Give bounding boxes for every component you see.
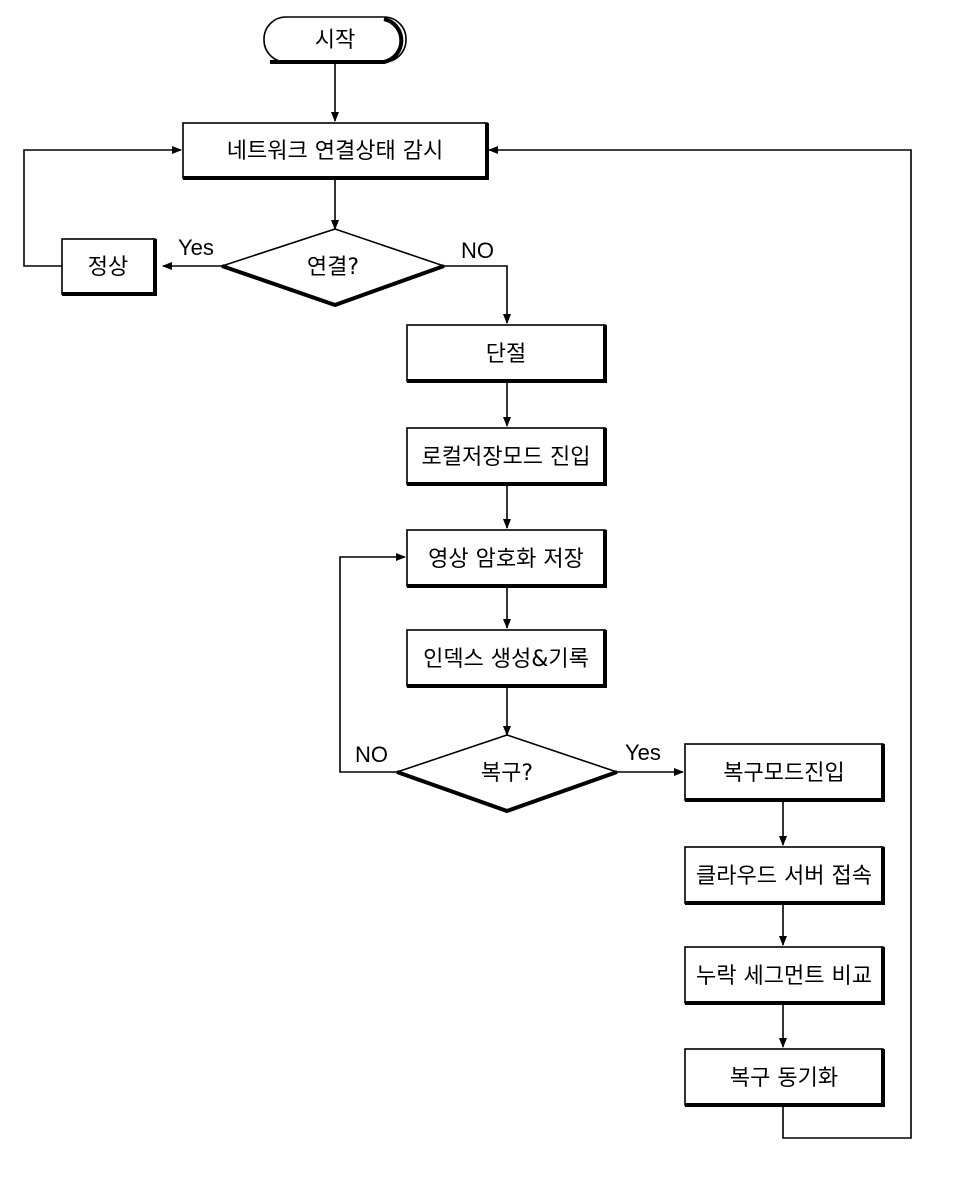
local-mode-label: 로컬저장모드 진입 bbox=[422, 445, 591, 470]
arrow-recover-no-loop bbox=[340, 557, 405, 772]
recover-mode-node: 복구모드진입 bbox=[685, 744, 883, 800]
recover-decision: 복구? bbox=[397, 735, 617, 811]
compare-label: 누락 세그먼트 비교 bbox=[696, 964, 872, 989]
recover-q-label: 복구? bbox=[481, 761, 533, 786]
sync-node: 복구 동기화 bbox=[685, 1049, 883, 1105]
encrypt-store-label: 영상 암호화 저장 bbox=[428, 547, 584, 572]
sync-label: 복구 동기화 bbox=[730, 1066, 838, 1091]
encrypt-store-node: 영상 암호화 저장 bbox=[407, 530, 605, 586]
disconnected-node: 단절 bbox=[407, 325, 605, 381]
disconnected-label: 단절 bbox=[486, 342, 526, 367]
connected-label: 연결? bbox=[307, 255, 359, 280]
arrow-connected-no-to-disconnected bbox=[444, 266, 507, 323]
compare-node: 누락 세그먼트 비교 bbox=[685, 947, 883, 1003]
recover-yes-label: Yes bbox=[625, 740, 661, 765]
normal-label: 정상 bbox=[88, 255, 128, 280]
recover-no-label: NO bbox=[355, 742, 388, 767]
monitor-node: 네트워크 연결상태 감시 bbox=[183, 123, 487, 178]
local-mode-node: 로컬저장모드 진입 bbox=[407, 428, 605, 484]
connected-yes-label: Yes bbox=[178, 235, 214, 260]
recover-mode-label: 복구모드진입 bbox=[723, 761, 844, 786]
cloud-label: 클라우드 서버 접속 bbox=[696, 864, 872, 889]
connected-decision: 연결? bbox=[222, 229, 444, 305]
start-label: 시작 bbox=[315, 28, 355, 53]
index-node: 인덱스 생성&기록 bbox=[407, 630, 605, 686]
connected-no-label: NO bbox=[461, 238, 494, 263]
start-node: 시작 bbox=[264, 17, 406, 62]
monitor-label: 네트워크 연결상태 감시 bbox=[227, 139, 443, 164]
index-label: 인덱스 생성&기록 bbox=[423, 647, 589, 672]
cloud-node: 클라우드 서버 접속 bbox=[685, 847, 883, 903]
normal-node: 정상 bbox=[62, 239, 155, 294]
